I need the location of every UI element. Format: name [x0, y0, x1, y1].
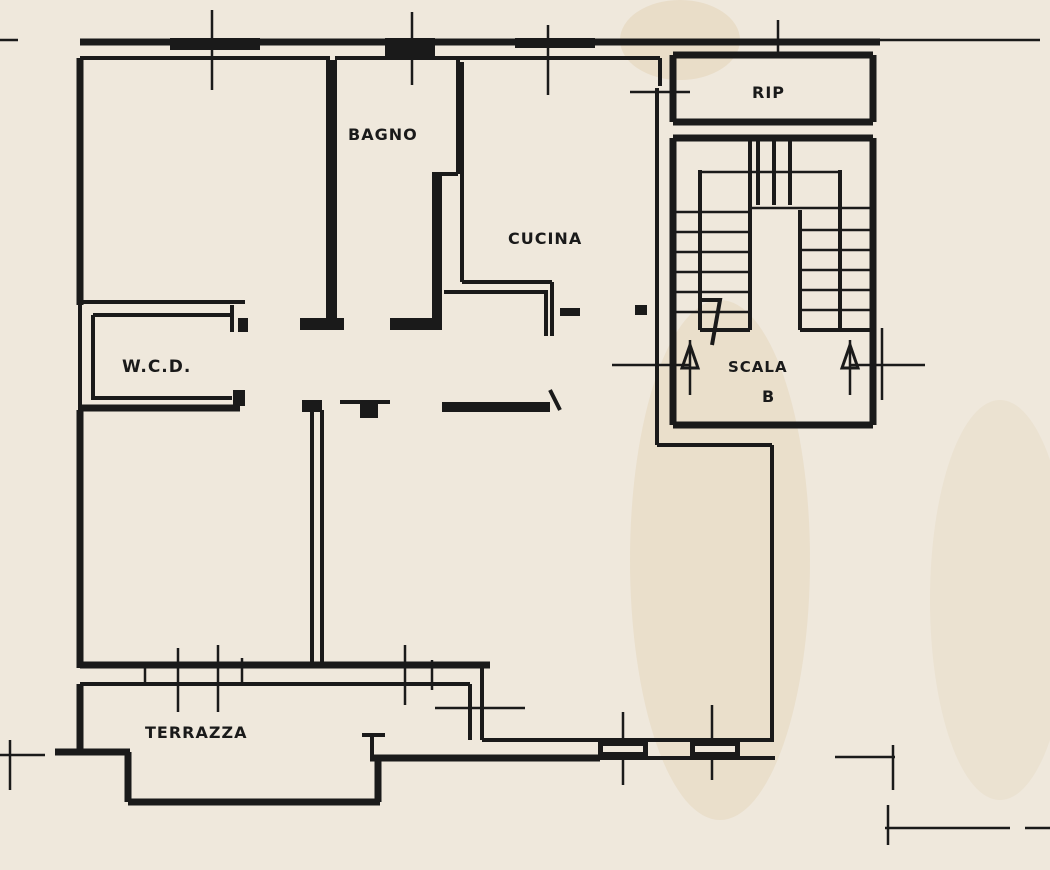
living-room	[302, 400, 390, 668]
label-scala: SCALA	[728, 358, 788, 376]
paper-stains	[620, 0, 1050, 820]
cucina-room	[444, 58, 690, 340]
rip-room	[669, 51, 877, 126]
bottom-wall	[482, 738, 775, 760]
corridor	[442, 340, 774, 742]
window-ticks-top	[210, 10, 780, 95]
label-wcd: W.C.D.	[122, 357, 191, 377]
label-rip: RIP	[752, 83, 785, 102]
bedroom-bottom-left	[76, 410, 490, 740]
bedroom-top-left	[76, 58, 344, 330]
dimension-lines	[0, 38, 1050, 845]
label-bagno: BAGNO	[348, 125, 418, 144]
terrazza-room	[55, 684, 600, 806]
label-terrazza: TERRAZZA	[145, 723, 247, 742]
scala-stairwell	[612, 134, 925, 429]
label-cucina: CUCINA	[508, 229, 582, 248]
wcd-room	[78, 305, 248, 412]
label-scala-letter: B	[762, 387, 775, 406]
top-wall	[80, 38, 880, 60]
bagno-room	[390, 58, 460, 330]
